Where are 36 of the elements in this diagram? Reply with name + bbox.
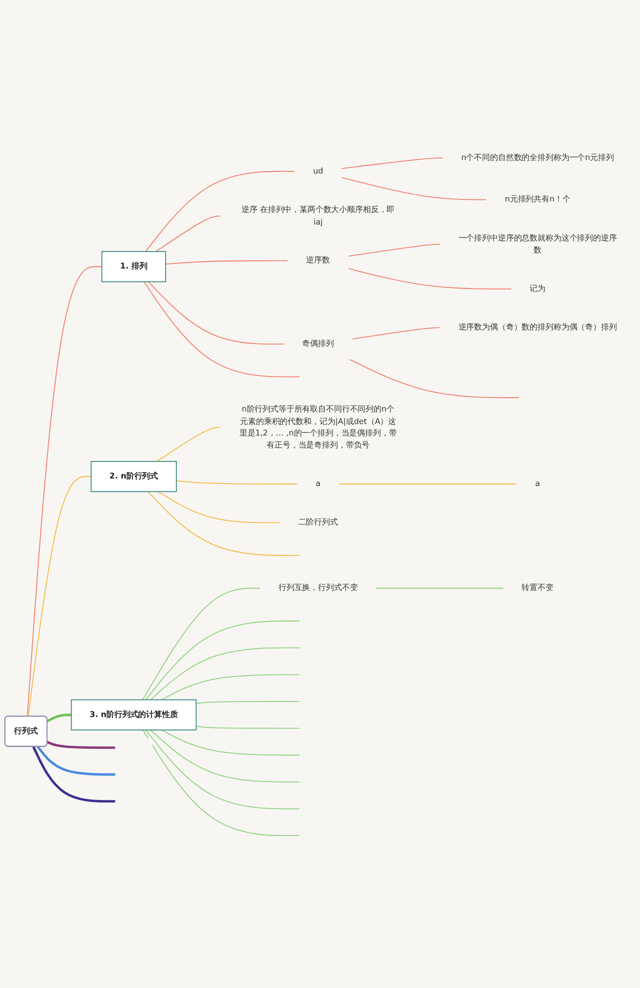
branch-line <box>348 268 512 290</box>
branch-line <box>28 476 92 718</box>
branch-line <box>144 281 300 378</box>
node-box <box>90 461 177 492</box>
branch-line <box>148 281 284 345</box>
branch-line <box>158 491 280 524</box>
branch-line <box>196 726 300 729</box>
branch-line <box>340 177 487 200</box>
branch-line <box>145 171 296 252</box>
branch-line <box>348 244 440 257</box>
branch-line <box>338 484 518 485</box>
branch-line <box>156 427 222 462</box>
branch-line <box>161 730 300 756</box>
branch-line <box>26 266 102 718</box>
branch-line <box>145 620 300 700</box>
branch-line <box>376 588 504 589</box>
branch-line <box>142 730 300 836</box>
branch-line <box>145 730 300 810</box>
branch-line <box>340 158 444 170</box>
branch-line <box>150 730 300 783</box>
branch-line <box>32 746 116 803</box>
branch-line <box>150 648 300 700</box>
branch-line <box>161 674 300 700</box>
branch-line <box>156 216 222 252</box>
branch-line <box>46 714 72 722</box>
branch-line <box>142 588 261 700</box>
branch-line <box>36 746 116 776</box>
branch-line <box>352 327 440 340</box>
branch-line <box>46 741 116 750</box>
branch-line <box>176 480 298 485</box>
branch-line <box>148 491 300 556</box>
node-box <box>70 700 197 731</box>
branch-line <box>348 358 520 398</box>
branch-line <box>196 701 300 704</box>
node-box <box>101 251 166 282</box>
branch-line <box>165 260 288 265</box>
